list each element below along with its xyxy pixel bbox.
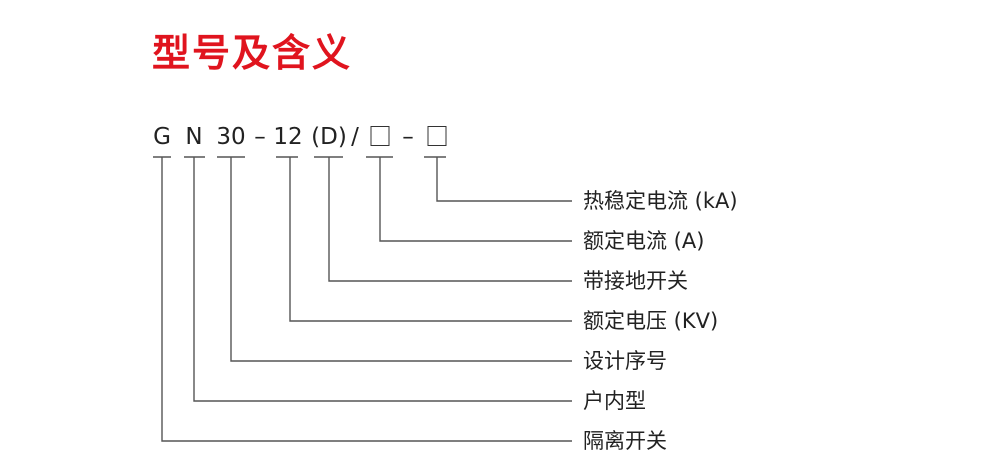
connector-line <box>436 157 572 202</box>
code-current-placeholder <box>370 122 390 152</box>
connector-line <box>289 157 572 322</box>
code-slash: / <box>351 124 359 150</box>
code-design-number: 30 <box>216 124 246 150</box>
page-title: 型号及含义 <box>152 31 353 75</box>
label-rated-current: 额定电流 (A) <box>583 229 705 253</box>
label-disconnect-switch: 隔离开关 <box>583 429 667 453</box>
label-thermal-stable-current: 热稳定电流 (kA) <box>583 189 738 213</box>
code-thermal-placeholder <box>427 122 447 152</box>
connector-line <box>230 157 572 362</box>
label-grounding-switch: 带接地开关 <box>583 269 688 293</box>
connector-line <box>328 157 572 282</box>
code-letter-g: G <box>153 124 171 150</box>
code-dash: – <box>402 124 414 150</box>
code-dash: – <box>254 124 266 150</box>
connector-line <box>193 157 572 402</box>
code-letter-n: N <box>185 124 203 150</box>
code-grounding: (D) <box>311 124 347 150</box>
placeholder-box-icon <box>370 126 390 146</box>
label-rated-voltage: 额定电压 (KV) <box>583 309 719 333</box>
label-design-number: 设计序号 <box>583 349 667 373</box>
connector-line <box>161 157 572 442</box>
connector-line <box>379 157 572 242</box>
code-voltage: 12 <box>273 124 303 150</box>
placeholder-box-icon <box>427 126 447 146</box>
label-indoor-type: 户内型 <box>583 389 646 413</box>
